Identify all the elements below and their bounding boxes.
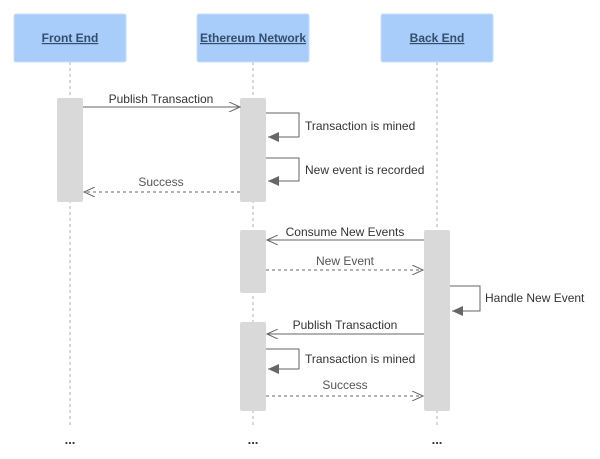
activation-ethereum-1 xyxy=(240,98,266,202)
message-publish-transaction-2: Publish Transaction xyxy=(267,318,424,334)
continuation-back-end: ... xyxy=(432,432,443,447)
message-consume-new-events: Consume New Events xyxy=(267,225,424,240)
svg-text:New event is recorded: New event is recorded xyxy=(305,163,424,177)
message-new-event: New Event xyxy=(266,254,423,270)
continuation-ethereum-network: ... xyxy=(248,432,259,447)
svg-text:Publish Transaction: Publish Transaction xyxy=(109,92,214,106)
message-success-2: Success xyxy=(266,378,423,396)
message-success-1: Success xyxy=(84,175,240,192)
message-publish-transaction-1: Publish Transaction xyxy=(83,92,240,107)
svg-text:Consume New Events: Consume New Events xyxy=(286,225,405,239)
continuation-front-end: ... xyxy=(65,432,76,447)
message-new-event-recorded: New event is recorded xyxy=(266,157,424,186)
activation-ethereum-2 xyxy=(240,230,266,293)
participant-front-end: Front End xyxy=(13,13,127,63)
svg-text:Success: Success xyxy=(322,378,367,392)
svg-text:Handle New Event: Handle New Event xyxy=(485,291,585,305)
message-handle-new-event: Handle New Event xyxy=(450,285,585,316)
svg-text:Success: Success xyxy=(138,175,183,189)
svg-text:Transaction is mined: Transaction is mined xyxy=(305,119,415,133)
svg-text:New Event: New Event xyxy=(316,254,375,268)
message-transaction-mined-1: Transaction is mined xyxy=(266,112,415,142)
message-transaction-mined-2: Transaction is mined xyxy=(266,348,415,374)
svg-text:Publish Transaction: Publish Transaction xyxy=(293,318,398,332)
participant-ethereum-network-label: Ethereum Network xyxy=(200,31,306,45)
activation-ethereum-3 xyxy=(240,322,266,411)
participant-back-end-label: Back End xyxy=(410,31,465,45)
participant-back-end: Back End xyxy=(380,13,494,63)
activation-front-end xyxy=(57,98,83,202)
svg-text:Transaction is mined: Transaction is mined xyxy=(305,352,415,366)
activation-back-end xyxy=(424,230,450,411)
participant-ethereum-network: Ethereum Network xyxy=(196,13,310,63)
participant-front-end-label: Front End xyxy=(42,31,99,45)
